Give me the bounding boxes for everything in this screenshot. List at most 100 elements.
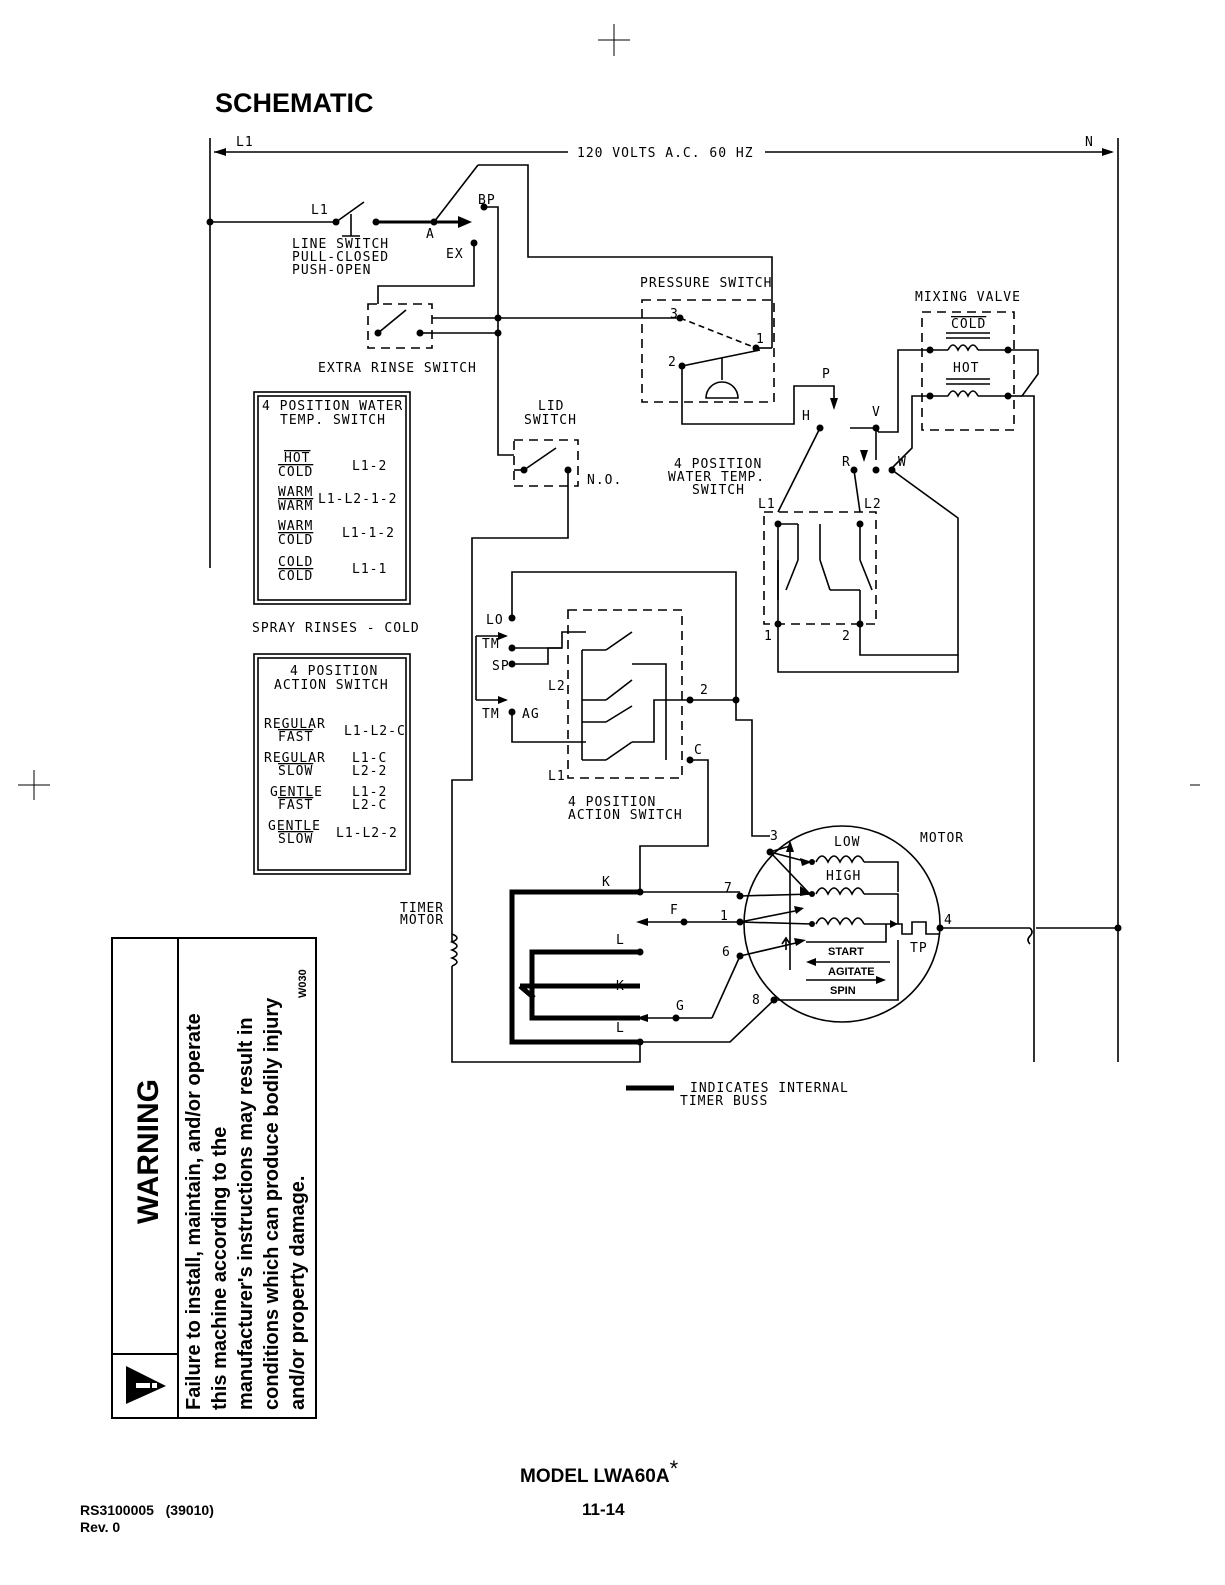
registration-marks: [18, 24, 1200, 800]
supply-l1-label: L1: [236, 135, 254, 150]
action-row-top: REGULAR: [264, 717, 326, 732]
footer: MODEL LWA60A* 11-14 RS3100005 (39010) Re…: [80, 1456, 679, 1535]
lid-switch-label: LID: [538, 399, 564, 414]
footer-page: 11-14: [582, 1500, 625, 1519]
warning-code: W030: [297, 969, 309, 998]
mixing-valve-cold-label: COLD: [951, 317, 986, 332]
warning-line-5: and/or property damage.: [287, 1176, 309, 1411]
motor-t8-label: 8: [752, 993, 761, 1008]
action-row-top: GENTLE: [270, 785, 323, 800]
line-switch-bp-label: BP: [478, 193, 496, 208]
wt-h-label: H: [802, 409, 811, 424]
motor-label: MOTOR: [920, 831, 964, 846]
timer-f-label: F: [670, 903, 679, 918]
timer-l1-label: L: [616, 933, 625, 948]
motor-low-label: LOW: [834, 835, 860, 850]
line-switch-label-3: PUSH-OPEN: [292, 263, 371, 278]
top-wiring: [377, 164, 773, 456]
motor-t3-label: 3: [770, 829, 779, 844]
water-row-bottom: COLD: [278, 533, 313, 548]
line-switch-label-2: PULL-CLOSED: [292, 250, 389, 265]
water-table-row-2: WARM WARM L1-L2-1-2: [278, 485, 396, 514]
pressure-switch-t1: 1: [756, 332, 765, 347]
supply-line: L1 120 VOLTS A.C. 60 HZ N: [209, 135, 1119, 1062]
action-row-value: L1-L2-C: [344, 724, 406, 739]
action-switch-label-2: ACTION SWITCH: [568, 808, 683, 823]
legend: INDICATES INTERNAL TIMER BUSS: [626, 1081, 849, 1109]
action-row-value: L1-C: [352, 751, 387, 766]
timer-l2-label: L: [616, 1021, 625, 1036]
motor-spin-label: SPIN: [830, 985, 856, 997]
action-row-value-2: L2-C: [352, 798, 387, 813]
supply-voltage-label: 120 VOLTS A.C. 60 HZ: [577, 146, 754, 161]
water-temp-switch: 4 POSITION WATER TEMP. SWITCH P H V R W …: [668, 367, 959, 673]
action-switch: LO TM SP TM AG L2 L1 2 C: [475, 571, 770, 892]
action-tm1-label: TM: [482, 637, 500, 652]
pressure-switch-t2: 2: [668, 355, 677, 370]
footer-model: MODEL LWA60A*: [520, 1456, 679, 1487]
action-row-top: GENTLE: [268, 819, 321, 834]
water-row-bottom: COLD: [278, 465, 313, 480]
action-row-value: L1-2: [352, 785, 387, 800]
timer-k2-label: K: [616, 979, 625, 994]
water-row-top: COLD: [278, 555, 313, 570]
pressure-switch-t3: 3: [670, 307, 679, 322]
action-sp-label: SP: [492, 659, 510, 674]
wt-l1-label: L1: [758, 497, 776, 512]
action-switch-table: 4 POSITION ACTION SWITCH REGULAR FAST L1…: [253, 653, 411, 875]
legend-label: INDICATES INTERNAL: [690, 1081, 849, 1096]
water-table-row-4: COLD COLD L1-1: [278, 555, 387, 584]
action-row-bottom: FAST: [278, 730, 313, 745]
warning-triangle-icon: [126, 1366, 166, 1404]
motor-t1-label: 1: [720, 909, 729, 924]
action-row-value-2: L2-2: [352, 764, 387, 779]
action-l1-label: L1: [548, 769, 566, 784]
supply-n-label: N: [1085, 135, 1094, 150]
timer-g-label: G: [676, 999, 685, 1014]
warning-heading: WARNING: [132, 1079, 165, 1224]
wt-v-label: V: [872, 405, 881, 420]
water-table-row-1: HOT COLD L1-2: [278, 451, 387, 480]
warning-line-3: manufacturer's instructions may result i…: [235, 1017, 257, 1410]
action-table-title-2: ACTION SWITCH: [274, 678, 389, 693]
water-row-value: L1-2: [352, 459, 387, 474]
wt-switch-label-3: SWITCH: [692, 483, 745, 498]
lid-switch: LID SWITCH N.O.: [451, 399, 621, 942]
legend-label-2: TIMER BUSS: [680, 1094, 768, 1109]
wt-switch-label: 4 POSITION: [674, 457, 762, 472]
mixing-valve-hot-label: HOT: [953, 361, 979, 376]
wt-w-label: W: [898, 455, 907, 470]
wt-t1-label: 1: [764, 629, 773, 644]
wt-l2-label: L2: [864, 497, 882, 512]
action-table-title: 4 POSITION: [290, 664, 378, 679]
action-table-row-2: REGULAR SLOW L1-C L2-2: [264, 751, 387, 779]
water-table-row-3: WARM COLD L1-1-2: [278, 519, 395, 548]
motor-tp-label: TP: [910, 941, 928, 956]
warning-line-4: conditions which can produce bodily inju…: [261, 997, 283, 1410]
motor: MOTOR 3 LOW HIGH 7 1 6 START: [720, 825, 1122, 1023]
action-l2-label: L2: [548, 679, 566, 694]
motor-t6-label: 6: [722, 945, 731, 960]
pressure-switch: PRESSURE SWITCH 3 1 2: [640, 276, 835, 425]
motor-t7-label: 7: [724, 881, 733, 896]
water-row-top: HOT: [284, 451, 310, 466]
water-row-value: L1-1: [352, 562, 387, 577]
action-table-row-4: GENTLE SLOW L1-L2-2: [268, 819, 398, 847]
action-row-value: L1-L2-2: [336, 826, 398, 841]
mixing-valve-label: MIXING VALVE: [915, 290, 1021, 305]
line-switch-ex-label: EX: [446, 247, 464, 262]
action-row-top: REGULAR: [264, 751, 326, 766]
timer-motor-label-2: MOTOR: [400, 913, 444, 928]
water-table-title: 4 POSITION WATER: [262, 399, 403, 414]
extra-rinse-switch: EXTRA RINSE SWITCH: [318, 303, 476, 376]
line-switch-l1-label: L1: [311, 203, 329, 218]
action-row-bottom: FAST: [278, 798, 313, 813]
water-row-value: L1-1-2: [342, 526, 395, 541]
wt-switch-label-2: WATER TEMP.: [668, 470, 765, 485]
motor-high-label: HIGH: [826, 869, 861, 884]
page-title: SCHEMATIC: [215, 88, 374, 118]
action-row-bottom: SLOW: [278, 832, 313, 847]
action-lo-label: LO: [486, 613, 504, 628]
action-c-label: C: [694, 743, 703, 758]
